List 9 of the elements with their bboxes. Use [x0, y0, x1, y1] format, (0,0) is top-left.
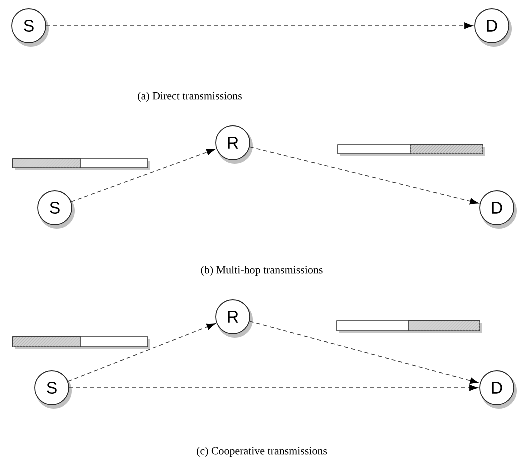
caption: (b) Multi-hop transmissions [201, 266, 323, 276]
arrow [249, 321, 479, 384]
arrow [68, 324, 216, 382]
arrow [71, 149, 216, 202]
arrow [250, 146, 479, 205]
arrow [69, 384, 478, 392]
caption: (c) Cooperative transmissions [197, 447, 328, 457]
caption: (a) Direct transmissions [138, 92, 242, 102]
arrow [46, 22, 474, 30]
